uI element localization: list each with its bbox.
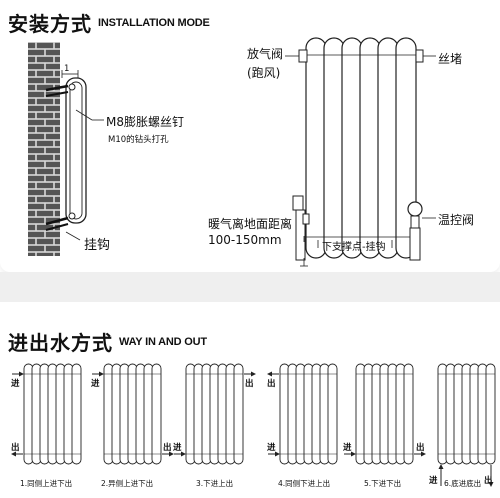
section-divider bbox=[0, 272, 500, 302]
flow-method-caption-4: 4.同侧下进上出 bbox=[278, 479, 331, 488]
drill-label: M10的钻头打孔 bbox=[108, 135, 169, 145]
flow-method-caption-6: 6.底进底出 bbox=[444, 479, 482, 488]
temp-valve-label: 温控阀 bbox=[438, 213, 475, 227]
radiator-side-view bbox=[65, 77, 87, 224]
flow-method-2 bbox=[92, 363, 174, 465]
out-label-2: 出 bbox=[163, 443, 172, 453]
flow-method-1 bbox=[11, 363, 82, 465]
lower-bracket bbox=[45, 216, 69, 231]
out-label-3: 出 bbox=[245, 379, 254, 389]
flow-method-caption-2: 2.异侧上进下出 bbox=[101, 479, 154, 488]
out-label-5: 出 bbox=[416, 443, 425, 453]
floor-distance-value: 100-150mm bbox=[208, 233, 282, 247]
upper-bracket bbox=[45, 84, 69, 97]
flow-title-en: WAY IN AND OUT bbox=[119, 336, 207, 348]
floor-distance-label: 暖气离地面距离 bbox=[208, 217, 293, 231]
dimension-label: 1 bbox=[64, 64, 70, 74]
flow-method-caption-1: 1.同侧上进下出 bbox=[20, 479, 73, 488]
in-label-6: 进 bbox=[429, 476, 438, 486]
brick-wall bbox=[28, 42, 60, 256]
flow-method-3 bbox=[174, 363, 256, 465]
radiator-front-view bbox=[305, 37, 417, 259]
vent-valve-alias-label: (跑风) bbox=[247, 66, 281, 80]
plug-label: 丝堵 bbox=[438, 52, 463, 66]
in-label-5: 进 bbox=[343, 443, 352, 453]
vent-valve-label: 放气阀 bbox=[247, 47, 284, 61]
flow-method-4 bbox=[267, 363, 338, 465]
flow-method-6 bbox=[437, 363, 496, 487]
in-label-2: 进 bbox=[91, 379, 100, 389]
flow-method-caption-3: 3.下进上出 bbox=[196, 479, 234, 488]
flow-method-5 bbox=[344, 363, 426, 465]
bolt-label: M8膨胀螺丝钉 bbox=[106, 115, 184, 129]
flow-title-cn: 进出水方式 bbox=[8, 331, 113, 355]
flow-panel bbox=[0, 302, 500, 498]
installation-diagram bbox=[28, 37, 436, 267]
in-label-3: 进 bbox=[173, 443, 182, 453]
installation-title-en: INSTALLATION MODE bbox=[98, 17, 210, 29]
out-label-4: 出 bbox=[267, 379, 276, 389]
temp-valve-icon bbox=[407, 201, 423, 261]
in-label-1: 进 bbox=[11, 379, 20, 389]
inlet-pipe bbox=[292, 195, 310, 261]
support-hook-label: 下支撑点-挂钩 bbox=[322, 242, 386, 253]
out-label-1: 出 bbox=[11, 443, 20, 453]
in-label-4: 进 bbox=[267, 443, 276, 453]
hook-label: 挂钩 bbox=[84, 238, 111, 253]
flow-method-caption-5: 5.下进下出 bbox=[364, 479, 402, 488]
out-label-6: 出 bbox=[484, 476, 493, 486]
installation-title-cn: 安装方式 bbox=[8, 12, 92, 36]
